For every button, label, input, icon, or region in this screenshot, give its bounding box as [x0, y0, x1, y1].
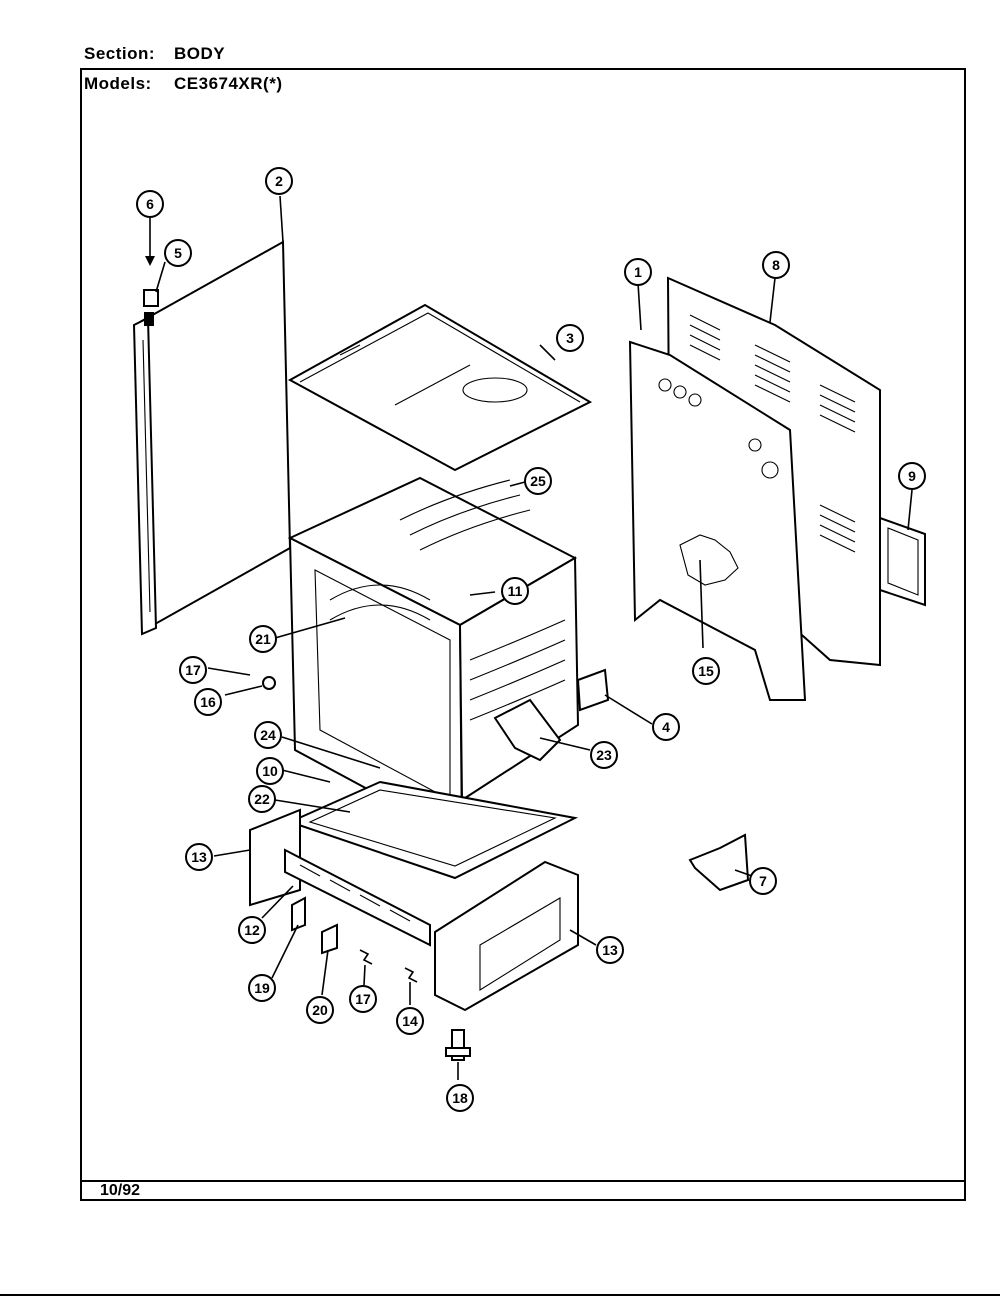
callout-8: 8 — [762, 251, 790, 279]
oven-cavity-part — [274, 476, 580, 842]
svg-text:22: 22 — [254, 791, 270, 807]
svg-text:9: 9 — [908, 468, 916, 484]
svg-text:17: 17 — [355, 991, 371, 1007]
callout-20: 20 — [306, 996, 334, 1024]
callout-22: 22 — [248, 785, 276, 813]
svg-text:18: 18 — [452, 1090, 468, 1106]
small-hardware — [207, 667, 471, 1080]
back-panel-part — [628, 276, 881, 701]
callout-7: 7 — [749, 867, 777, 895]
callout-2: 2 — [265, 167, 293, 195]
svg-text:25: 25 — [530, 473, 546, 489]
svg-text:21: 21 — [255, 631, 271, 647]
svg-text:10: 10 — [262, 763, 278, 779]
section-header: Section: BODY — [84, 44, 225, 64]
section-value: BODY — [174, 44, 226, 63]
svg-text:17: 17 — [185, 662, 201, 678]
callout-9: 9 — [898, 462, 926, 490]
models-header: Models: CE3674XR(*) — [84, 74, 283, 94]
bracket-23-part — [493, 668, 653, 762]
callout-21: 21 — [249, 625, 277, 653]
svg-text:19: 19 — [254, 980, 270, 996]
svg-text:15: 15 — [698, 663, 714, 679]
page-bottom-rule — [0, 1294, 1000, 1296]
callout-25: 25 — [524, 467, 552, 495]
section-label: Section: — [84, 44, 156, 63]
svg-text:2: 2 — [275, 173, 283, 189]
bracket-9-part — [879, 489, 926, 607]
svg-text:12: 12 — [244, 922, 260, 938]
callout-17a: 17 — [179, 656, 207, 684]
models-label: Models: — [84, 74, 152, 93]
footer-divider — [80, 1180, 966, 1182]
svg-text:3: 3 — [566, 330, 574, 346]
callout-14: 14 — [396, 1007, 424, 1035]
callout-6: 6 — [136, 190, 164, 218]
callout-1: 1 — [624, 258, 652, 286]
callout-5: 5 — [164, 239, 192, 267]
callout-4: 4 — [652, 713, 680, 741]
diagram-frame — [80, 68, 966, 1201]
svg-text:14: 14 — [402, 1013, 418, 1029]
callout-19: 19 — [248, 974, 276, 1002]
svg-text:11: 11 — [508, 583, 523, 599]
models-value: CE3674XR(*) — [174, 74, 283, 93]
svg-text:8: 8 — [772, 257, 780, 273]
base-frame-part — [213, 808, 597, 1012]
callout-13b: 13 — [596, 936, 624, 964]
footer-date: 10/92 — [100, 1182, 141, 1199]
svg-text:7: 7 — [759, 873, 767, 889]
callout-18: 18 — [446, 1084, 474, 1112]
side-panel-part — [132, 195, 292, 636]
callout-17b: 17 — [349, 985, 377, 1013]
callout-15: 15 — [692, 657, 720, 685]
svg-text:20: 20 — [312, 1002, 328, 1018]
svg-text:13: 13 — [191, 849, 207, 865]
svg-text:24: 24 — [260, 727, 276, 743]
svg-text:23: 23 — [596, 747, 612, 763]
svg-text:1: 1 — [634, 264, 642, 280]
bracket-7-part — [688, 833, 753, 892]
callout-24: 24 — [254, 721, 282, 749]
callout-16: 16 — [194, 688, 222, 716]
svg-text:4: 4 — [662, 719, 670, 735]
callout-13a: 13 — [185, 843, 213, 871]
callout-11: 11 — [501, 577, 529, 605]
svg-text:16: 16 — [200, 694, 216, 710]
svg-text:6: 6 — [146, 196, 154, 212]
svg-text:13: 13 — [602, 942, 618, 958]
svg-text:5: 5 — [174, 245, 182, 261]
callout-10: 10 — [256, 757, 284, 785]
callout-3: 3 — [556, 324, 584, 352]
top-panel-part — [287, 303, 593, 472]
bottom-panel-part — [274, 736, 579, 880]
bracket-5-part — [143, 218, 166, 307]
callout-12: 12 — [238, 916, 266, 944]
callout-23: 23 — [590, 741, 618, 769]
